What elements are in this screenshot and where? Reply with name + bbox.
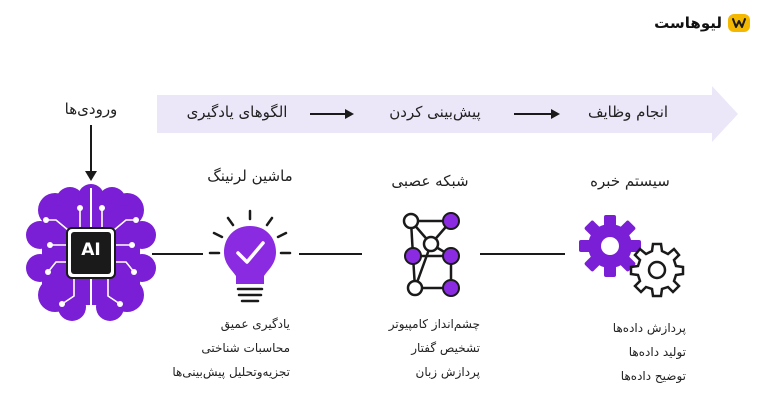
column-list-ml: یادگیری عمیق محاسبات شناختی تجزیه‌و‌تحلی… [170,312,290,384]
list-item: محاسبات شناختی [201,341,290,355]
column-title-ml: ماشین لرنینگ [207,167,293,185]
logo-text: لیوهاست [654,14,722,32]
column-title-nn: شبکه عصبی [391,172,469,190]
list-item: تولید داده‌ها [628,345,686,359]
list-item: چشم‌انداز کامپیوتر [388,317,480,331]
lightbulb-check-icon [208,209,292,303]
banner-step-arrow-1 [310,109,354,119]
gears-icon [579,215,685,298]
banner-step-2: پیش‌بینی کردن [389,103,481,121]
brain-ai-label: AI [81,240,101,260]
brand-logo: لیوهاست [654,14,750,32]
inputs-down-arrow [85,125,97,181]
list-item: توضیح داده‌ها [620,369,686,383]
list-item: یادگیری عمیق [220,317,290,331]
list-item: پردازش داده‌ها [612,321,686,335]
logo-mark-icon [728,14,750,32]
column-list-nn: چشم‌انداز کامپیوتر تشخیص گفتار پردازش زب… [360,312,480,384]
column-title-expert: سیستم خبره [590,172,670,190]
list-item: تجزیه‌و‌تحلیل پیش‌بینی‌ها [172,365,290,379]
banner-step-1: الگوهای یادگیری [186,103,288,121]
inputs-label: ورودی‌ها [64,100,118,118]
banner-step-arrow-2 [514,109,560,119]
column-list-expert: پردازش داده‌ها تولید داده‌ها توضیح داده‌… [566,316,686,388]
brain-ai-icon [26,184,156,321]
list-item: تشخیص گفتار [411,341,480,355]
banner-step-3: انجام وظایف [587,103,669,121]
list-item: پردازش زبان [415,365,481,379]
neural-network-icon [402,212,460,297]
banner-arrow [157,86,738,142]
